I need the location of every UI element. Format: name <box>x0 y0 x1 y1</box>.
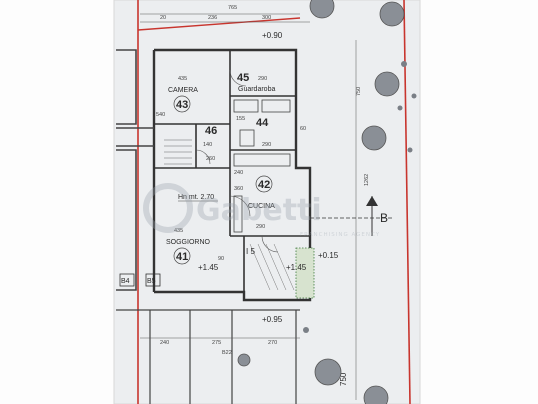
level-terrace: +0.15 <box>318 251 339 260</box>
door-swings <box>195 69 279 253</box>
dim-bottom-240: 240 <box>160 340 169 346</box>
room-dim-guardaroba: 290 <box>258 76 267 82</box>
red-boundary-right <box>403 0 411 404</box>
tree-icon <box>237 353 251 367</box>
kitchen-side-counter <box>233 195 243 233</box>
level-top: +0.90 <box>262 31 283 40</box>
room-name-cucina: CUCINA <box>248 203 275 210</box>
shrub-dots <box>303 61 417 333</box>
stair-label: I 5 <box>246 247 255 256</box>
height-note: Hn mt. 2.70 <box>178 194 214 201</box>
tree-icon <box>309 0 335 19</box>
box-b5-frame <box>145 273 161 287</box>
dim-765: 765 <box>228 5 237 11</box>
dim-misc-540: 540 <box>156 112 165 118</box>
dim-right-750-bottom: 750 <box>339 372 348 386</box>
dim-bottom-275: 275 <box>212 340 221 346</box>
box-b5: B5 <box>147 278 156 285</box>
interior-walls <box>154 50 310 292</box>
tree-icon <box>314 358 342 386</box>
room-number-44: 44 <box>256 117 269 129</box>
room-dim-cucina: 290 <box>256 224 265 230</box>
level-living: +1.45 <box>198 263 219 272</box>
kitchen-counter <box>233 153 291 167</box>
room-name-soggiorno: SOGGIORNO <box>166 239 211 246</box>
bath-sink <box>233 99 259 113</box>
dim-bottom-270: 270 <box>268 340 277 346</box>
room-dim-camera: 435 <box>178 76 187 82</box>
watermark: Gabetti FRANCHISING AGENCY <box>143 183 380 238</box>
tree-icon <box>374 71 400 97</box>
dim-bottom-b22: B22 <box>222 350 232 356</box>
terrace-planter <box>295 247 315 299</box>
dim-right-750-top: 750 <box>356 87 362 96</box>
stair-hatching <box>164 139 192 165</box>
paper-edge <box>113 0 421 404</box>
trees <box>237 0 405 404</box>
level-entry: +1.45 <box>286 263 307 272</box>
watermark-logo-icon <box>143 183 193 233</box>
room-circle-43 <box>173 95 191 113</box>
room-circle-42 <box>255 175 273 193</box>
lower-area-walls <box>116 309 300 404</box>
room-dim-44: 290 <box>262 142 271 148</box>
adjacent-unit-walls <box>116 49 154 291</box>
watermark-brand: Gabetti <box>196 193 322 228</box>
dim-right-1262: 1262 <box>364 174 370 186</box>
bath-shower <box>239 129 255 147</box>
room-number-45: 45 <box>237 72 249 84</box>
dim-300: 300 <box>262 15 271 21</box>
entry-hatching <box>249 243 295 291</box>
dim-misc-90: 90 <box>218 256 224 262</box>
box-b4: B4 <box>121 278 130 285</box>
section-arrow <box>366 196 378 206</box>
outer-walls <box>152 48 312 302</box>
dim-misc-155: 155 <box>236 116 245 122</box>
dim-misc-260: 260 <box>206 156 215 162</box>
room-number-41: 41 <box>176 251 188 263</box>
tree-icon <box>361 125 387 151</box>
dim-cucina-360: 360 <box>234 186 243 192</box>
watermark-tagline: FRANCHISING AGENCY <box>300 232 380 238</box>
dim-misc-60: 60 <box>300 126 306 132</box>
room-circle-41 <box>173 247 191 265</box>
room-dim-soggiorno: 435 <box>174 228 183 234</box>
red-boundary-top <box>137 17 301 31</box>
room-dim-46: 140 <box>203 142 212 148</box>
box-b4-frame <box>119 273 135 287</box>
bath-fixture <box>261 99 291 113</box>
room-name-guardaroba: Guardaroba <box>238 86 275 93</box>
room-number-43: 43 <box>176 99 188 111</box>
dim-236: 236 <box>208 15 217 21</box>
room-number-46: 46 <box>205 125 217 137</box>
tree-icon <box>363 385 389 404</box>
section-marker-b: B <box>380 211 388 225</box>
room-number-42: 42 <box>258 179 270 191</box>
tree-icon <box>379 1 405 27</box>
dim-20: 20 <box>160 15 166 21</box>
level-bottom: +0.95 <box>262 315 283 324</box>
dim-misc-240: 240 <box>234 170 243 176</box>
room-name-camera: CAMERA <box>168 87 198 94</box>
